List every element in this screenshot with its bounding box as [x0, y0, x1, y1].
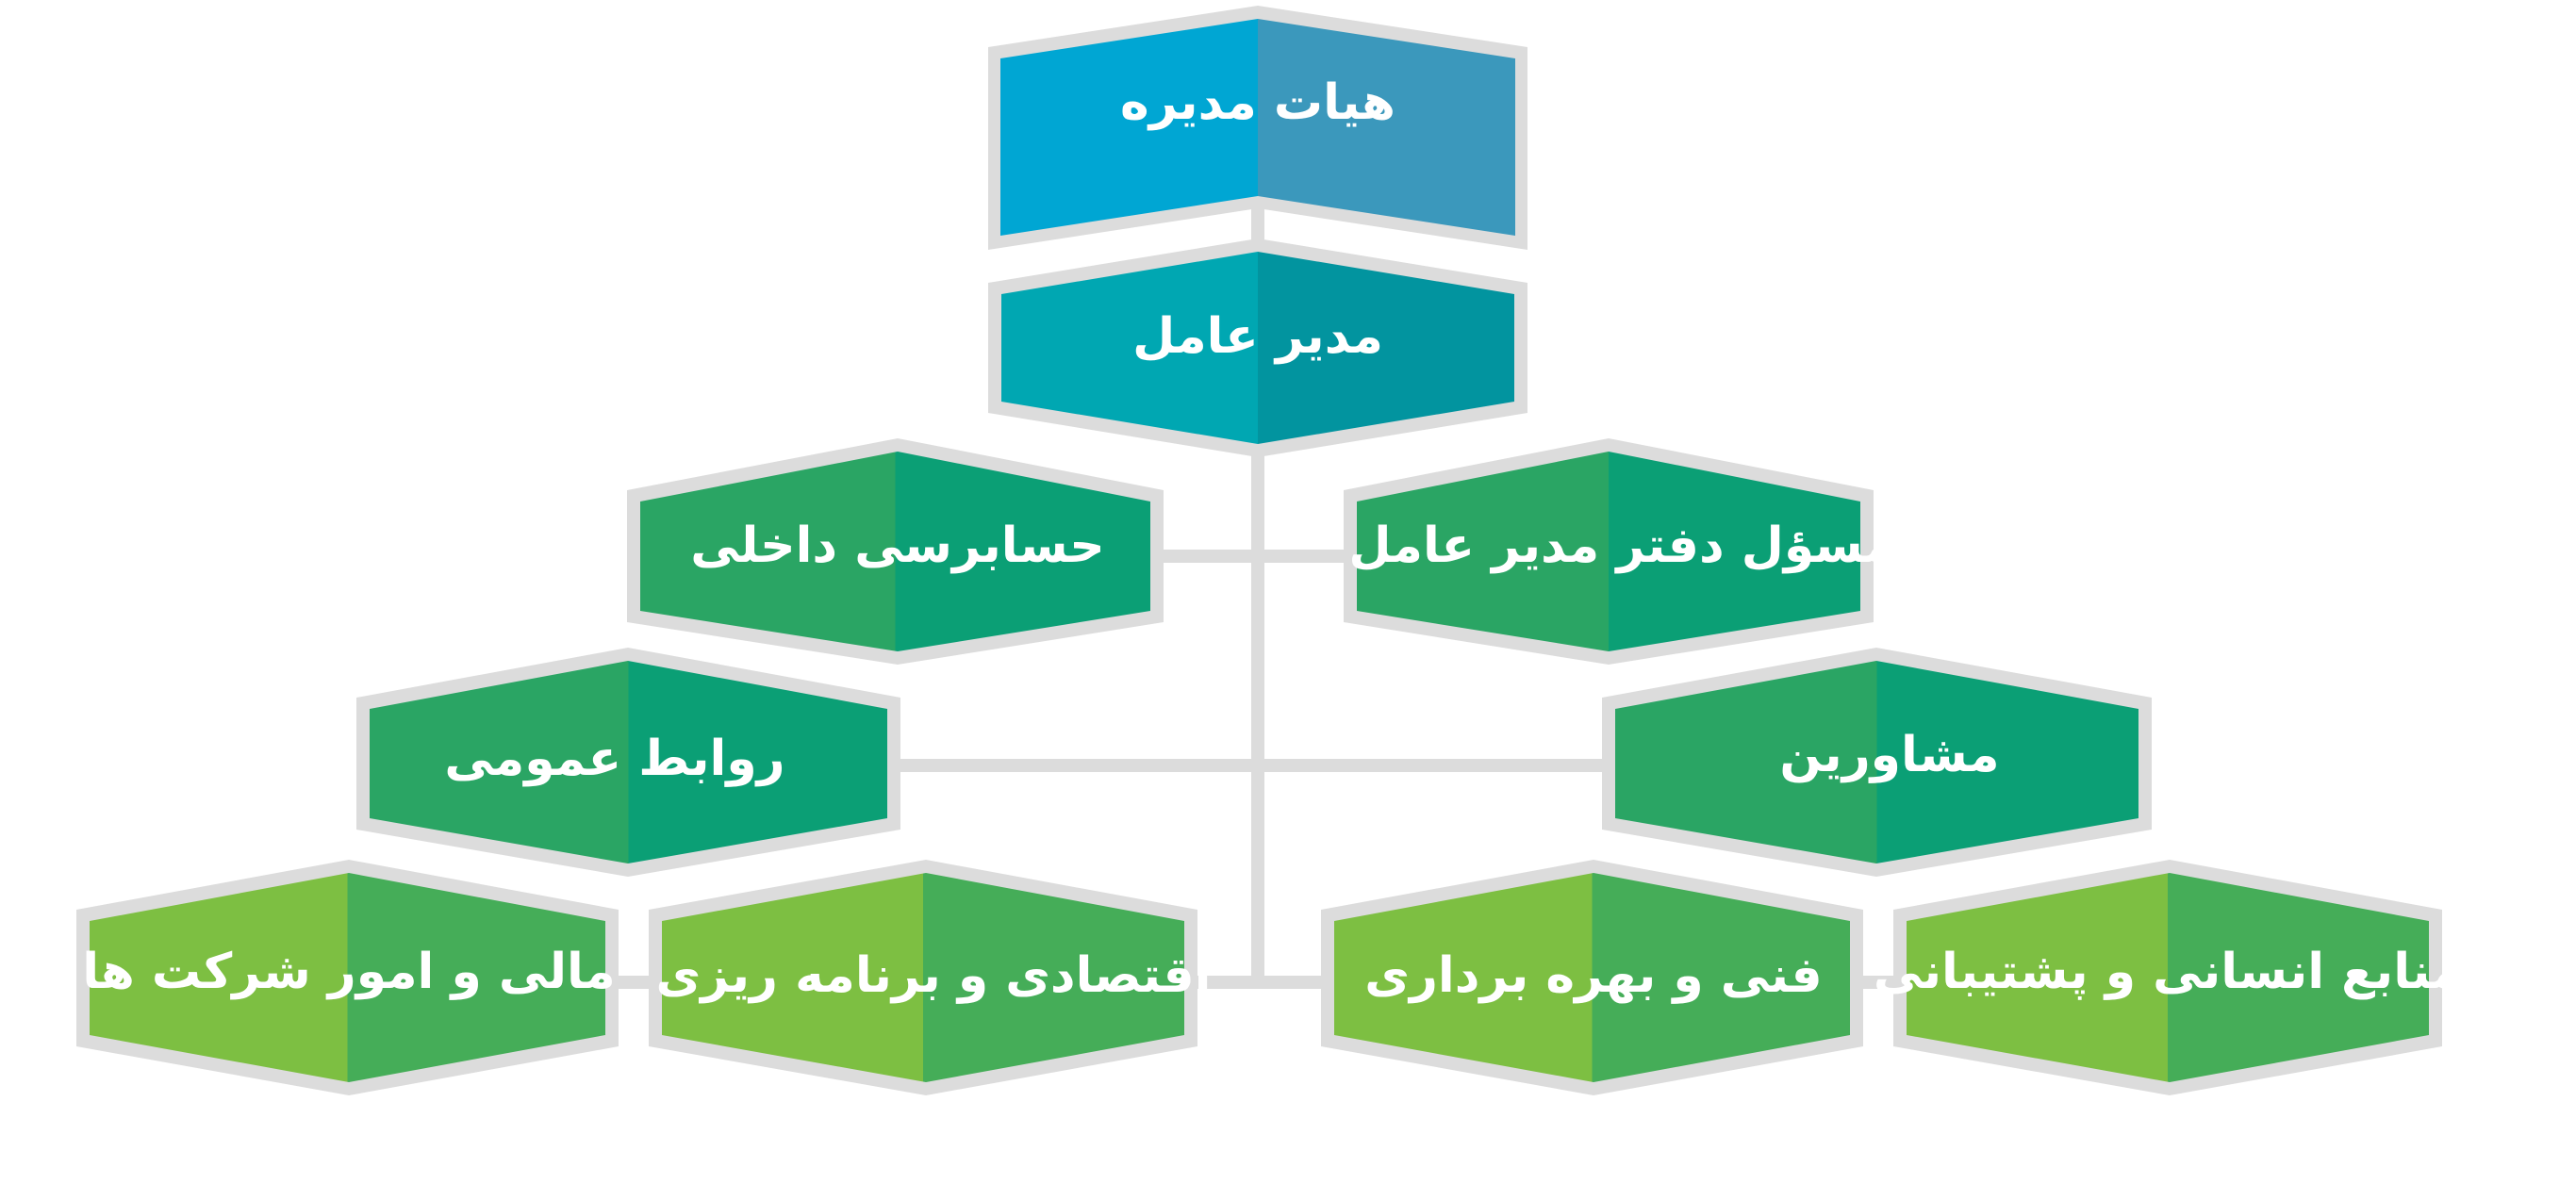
node-advisors: مشاورین	[1602, 648, 2152, 877]
node-economic-fill	[662, 873, 1184, 1082]
node-public-relations-fill	[370, 661, 887, 863]
node-ceo: مدیر عامل	[988, 238, 1527, 457]
node-advisors-fill	[1615, 661, 2138, 863]
node-board: هیات مدیره	[988, 6, 1527, 250]
node-ceo-label: مدیر عامل	[1132, 308, 1383, 365]
node-ceo-office-label: مسؤل دفتر مدیر عامل	[1348, 518, 1894, 574]
node-public-relations: روابط عمومی	[356, 648, 900, 877]
node-technical-fill	[1334, 873, 1850, 1082]
node-finance-fill	[90, 873, 605, 1082]
connector-lines	[605, 179, 1907, 989]
node-board-label: هیات مدیره	[1120, 74, 1395, 131]
node-finance: مالی و امور شرکت ها	[76, 860, 619, 1095]
node-ceo-office: مسؤل دفتر مدیر عامل	[1344, 438, 1895, 665]
node-public-relations-label: روابط عمومی	[444, 731, 784, 787]
node-economic-label: اقتصادی و برنامه ریزی	[656, 947, 1212, 1004]
node-technical-label: فنی و بهره برداری	[1364, 947, 1822, 1004]
node-audit-fill	[640, 452, 1150, 651]
node-audit: حسابرسی داخلی	[627, 438, 1164, 665]
node-board-fill	[1000, 19, 1515, 236]
node-hr-fill	[1907, 873, 2429, 1082]
node-hr: منابع انسانی و پشتیبانی	[1874, 860, 2462, 1095]
node-technical: فنی و بهره برداری	[1321, 860, 1863, 1095]
node-economic: اقتصادی و برنامه ریزی	[649, 860, 1211, 1095]
node-hr-label: منابع انسانی و پشتیبانی	[1874, 944, 2462, 1000]
node-ceo-fill	[1001, 252, 1514, 444]
node-audit-label: حسابرسی داخلی	[690, 518, 1104, 574]
node-ceo-office-fill	[1357, 452, 1860, 651]
node-advisors-label: مشاورین	[1779, 727, 1999, 783]
node-finance-label: مالی و امور شرکت ها	[82, 944, 616, 1000]
